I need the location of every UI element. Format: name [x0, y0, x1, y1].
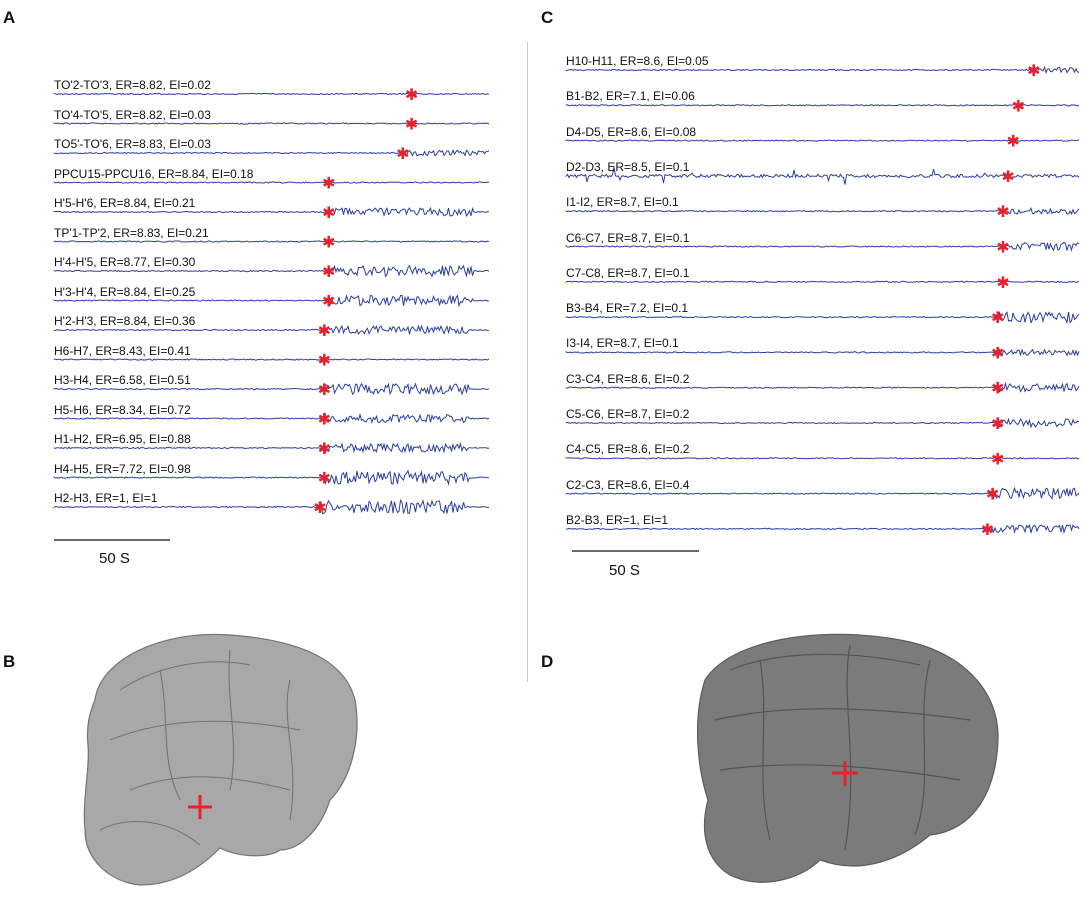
eeg-trace: [565, 241, 1080, 252]
onset-marker: ✱: [318, 469, 331, 488]
eeg-trace: [53, 412, 490, 425]
trace-label: H1-H2, ER=6.95, EI=0.88: [54, 432, 191, 446]
brain-render-b: [83, 633, 358, 886]
scale-bar-label-c: 50 S: [609, 562, 640, 579]
eeg-trace: [53, 324, 490, 336]
eeg-trace: [53, 122, 490, 125]
trace-label: I1-I2, ER=8.7, EI=0.1: [566, 195, 679, 210]
onset-marker: ✱: [318, 439, 331, 458]
eeg-trace: [53, 294, 490, 308]
onset-marker: ✱: [991, 449, 1004, 468]
onset-marker: ✱: [991, 343, 1004, 362]
onset-marker: ✱: [318, 380, 331, 399]
onset-marker: ✱: [1001, 167, 1014, 186]
trace-label: H3-H4, ER=6.58, EI=0.51: [54, 373, 191, 387]
onset-marker: ✱: [996, 273, 1009, 292]
eeg-trace: [53, 442, 490, 454]
trace-label: H2-H3, ER=1, EI=1: [54, 491, 158, 505]
trace-label: TO5'-TO'6, ER=8.83, EI=0.03: [54, 137, 211, 151]
trace-label: C2-C3, ER=8.6, EI=0.4: [566, 477, 690, 492]
eeg-trace: [565, 348, 1080, 357]
onset-marker: ✱: [1027, 61, 1040, 80]
onset-marker: ✱: [405, 85, 418, 104]
eeg-trace: [53, 240, 490, 243]
eeg-trace: [53, 469, 490, 486]
onset-marker: ✱: [322, 203, 335, 222]
eeg-trace: [565, 104, 1080, 107]
onset-marker: ✱: [322, 233, 335, 252]
eeg-trace: [565, 381, 1080, 393]
eeg-trace: [53, 264, 490, 278]
trace-label: C7-C8, ER=8.7, EI=0.1: [566, 265, 690, 280]
eeg-trace: [53, 382, 490, 396]
eeg-trace: [565, 207, 1080, 215]
trace-label: C6-C7, ER=8.7, EI=0.1: [566, 230, 690, 245]
panel-letter-d: D: [541, 652, 554, 671]
trace-label: C3-C4, ER=8.6, EI=0.2: [566, 371, 690, 386]
trace-label: B1-B2, ER=7.1, EI=0.06: [566, 89, 695, 104]
trace-label: TO'4-TO'5, ER=8.82, EI=0.03: [54, 107, 211, 122]
trace-label: H'4-H'5, ER=8.77, EI=0.30: [54, 255, 196, 269]
trace-label: C5-C6, ER=8.7, EI=0.2: [566, 407, 690, 421]
onset-marker: ✱: [396, 144, 409, 163]
brain-render-d: [696, 633, 999, 883]
onset-marker: ✱: [996, 202, 1009, 221]
eeg-trace: [565, 523, 1080, 535]
eeg-trace: [53, 498, 490, 515]
onset-marker: ✱: [991, 308, 1004, 327]
eeg-trace: [53, 181, 490, 184]
panel-letter-b: B: [3, 652, 16, 671]
onset-marker: ✱: [991, 414, 1004, 433]
eeg-trace: [53, 92, 490, 96]
trace-label: D4-D5, ER=8.6, EI=0.08: [566, 124, 697, 139]
eeg-trace: [565, 139, 1080, 142]
eeg-trace: [53, 149, 490, 157]
onset-marker: ✱: [991, 379, 1004, 398]
trace-label: H4-H5, ER=7.72, EI=0.98: [54, 461, 191, 476]
trace-label: H6-H7, ER=8.43, EI=0.41: [54, 343, 191, 358]
onset-marker: ✱: [322, 174, 335, 193]
eeg-trace: [53, 358, 490, 361]
trace-label: I3-I4, ER=8.7, EI=0.1: [566, 336, 679, 351]
panel-letter-c: C: [541, 8, 554, 27]
trace-label: TP'1-TP'2, ER=8.83, EI=0.21: [54, 225, 209, 240]
trace-label: H'3-H'4, ER=8.84, EI=0.25: [54, 284, 196, 299]
trace-label: C4-C5, ER=8.6, EI=0.2: [566, 442, 690, 457]
eeg-trace: [565, 280, 1080, 284]
onset-marker: ✱: [1012, 96, 1025, 115]
onset-marker: ✱: [322, 262, 335, 281]
eeg-trace: [565, 310, 1080, 325]
eeg-trace: [565, 65, 1080, 75]
onset-marker: ✱: [405, 115, 418, 134]
panel-letter-a: A: [3, 8, 16, 27]
eeg-trace: [565, 417, 1080, 429]
onset-marker: ✱: [313, 498, 326, 517]
trace-label: H5-H6, ER=8.34, EI=0.72: [54, 402, 191, 417]
onset-marker: ✱: [986, 485, 999, 504]
onset-marker: ✱: [1006, 132, 1019, 151]
trace-label: D2-D3, ER=8.5, EI=0.1: [566, 159, 690, 174]
trace-label: H'5-H'6, ER=8.84, EI=0.21: [54, 196, 196, 210]
trace-label: B2-B3, ER=1, EI=1: [566, 512, 669, 527]
trace-label: TO'2-TO'3, ER=8.82, EI=0.02: [54, 78, 211, 92]
trace-label: H'2-H'3, ER=8.84, EI=0.36: [54, 314, 196, 328]
eeg-trace: [53, 206, 490, 218]
eeg-trace: [565, 166, 1080, 185]
trace-label: PPCU15-PPCU16, ER=8.84, EI=0.18: [54, 166, 254, 181]
trace-label: B3-B4, ER=7.2, EI=0.1: [566, 301, 689, 316]
eeg-trace: [565, 486, 1080, 500]
onset-marker: ✱: [981, 520, 994, 539]
scale-bar-label-a: 50 S: [99, 550, 130, 567]
onset-marker: ✱: [322, 292, 335, 311]
onset-marker: ✱: [318, 321, 331, 340]
onset-marker: ✱: [318, 410, 331, 429]
trace-label: H10-H11, ER=8.6, EI=0.05: [566, 54, 709, 68]
onset-marker: ✱: [996, 238, 1009, 257]
panel-divider: [527, 42, 528, 682]
onset-marker: ✱: [318, 351, 331, 370]
eeg-trace: [565, 457, 1080, 460]
